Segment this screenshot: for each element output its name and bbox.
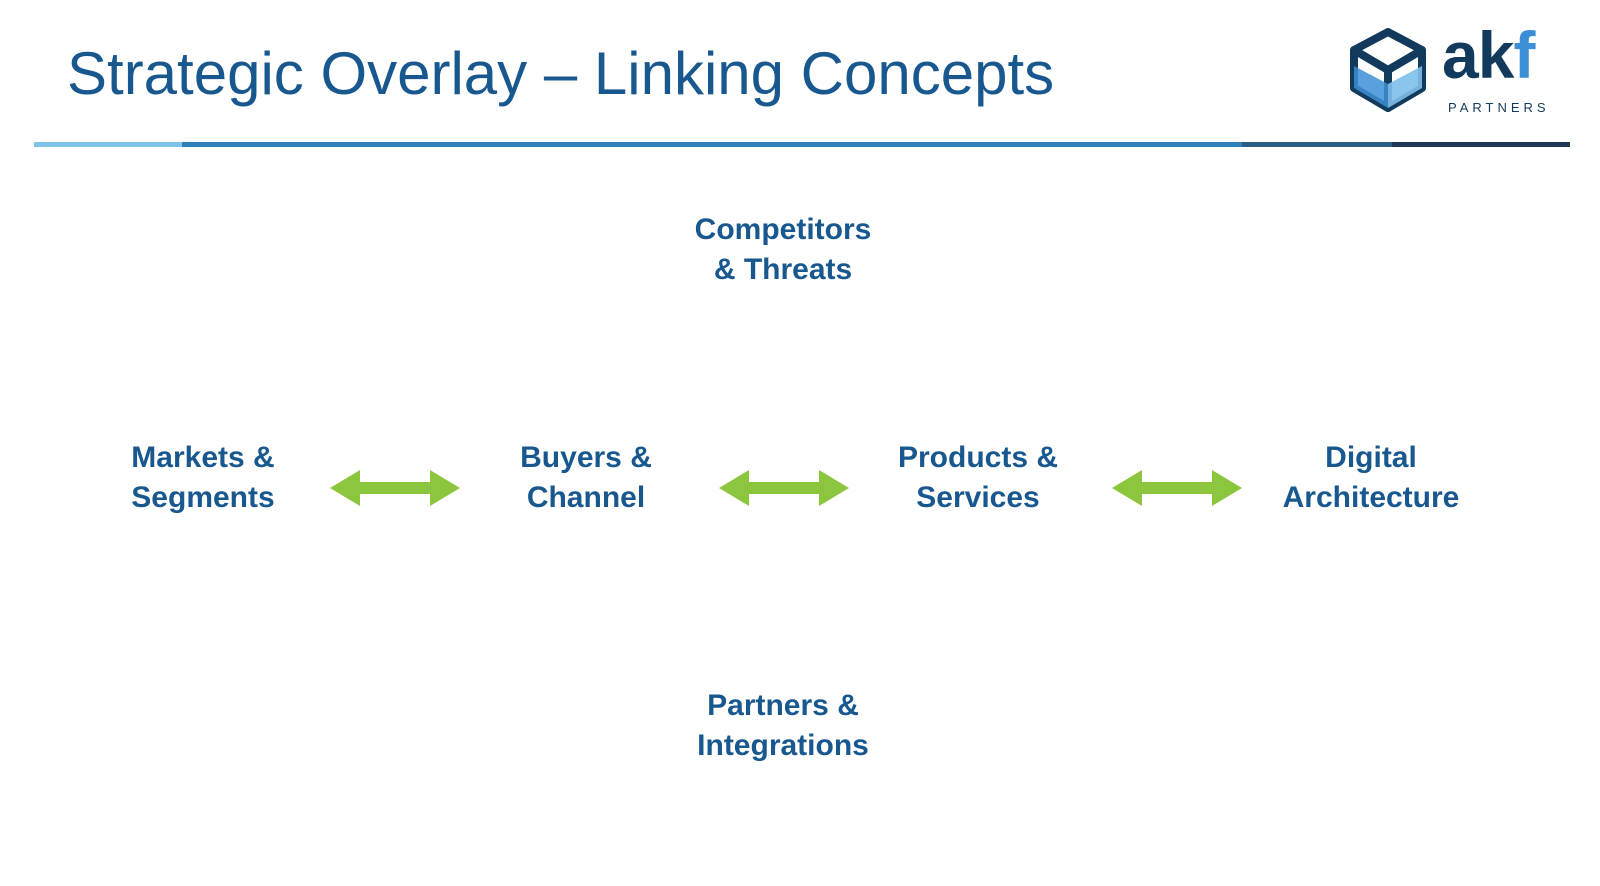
node-line: Partners &: [707, 689, 859, 722]
node-line: Markets &: [131, 441, 275, 474]
double-arrow-icon: [1112, 470, 1242, 506]
cube-logo-icon: [1350, 28, 1426, 112]
logo-letter-a: a: [1442, 18, 1479, 92]
node-digital-architecture: Digital Architecture: [1241, 438, 1501, 518]
node-products-services: Products & Services: [848, 438, 1108, 518]
double-arrow-icon: [719, 470, 849, 506]
logo-letter-f: f: [1513, 18, 1535, 92]
node-competitors-threats: Competitors & Threats: [653, 210, 913, 290]
title-divider: [34, 142, 1570, 147]
node-line: Buyers &: [520, 441, 652, 474]
logo-letter-k: k: [1477, 18, 1515, 92]
node-line: Products &: [897, 441, 1059, 474]
logo-subtitle: PARTNERS: [1448, 100, 1550, 115]
slide-title: Strategic Overlay – Linking Concepts: [67, 40, 1055, 107]
logo-wordmark: akf: [1442, 22, 1535, 88]
node-line: Digital: [1325, 441, 1417, 474]
node-markets-segments: Markets & Segments: [73, 438, 333, 518]
node-line: Competitors: [694, 213, 872, 246]
akf-partners-logo: akf PARTNERS: [1348, 22, 1578, 120]
double-arrow-icon: [330, 470, 460, 506]
node-line: Architecture: [1282, 481, 1460, 514]
node-line: Segments: [131, 481, 275, 514]
node-line: Services: [916, 481, 1040, 514]
node-line: Channel: [526, 481, 646, 514]
node-line: & Threats: [713, 253, 853, 286]
node-buyers-channel: Buyers & Channel: [456, 438, 716, 518]
node-partners-integrations: Partners & Integrations: [653, 686, 913, 766]
node-line: Integrations: [697, 729, 869, 762]
